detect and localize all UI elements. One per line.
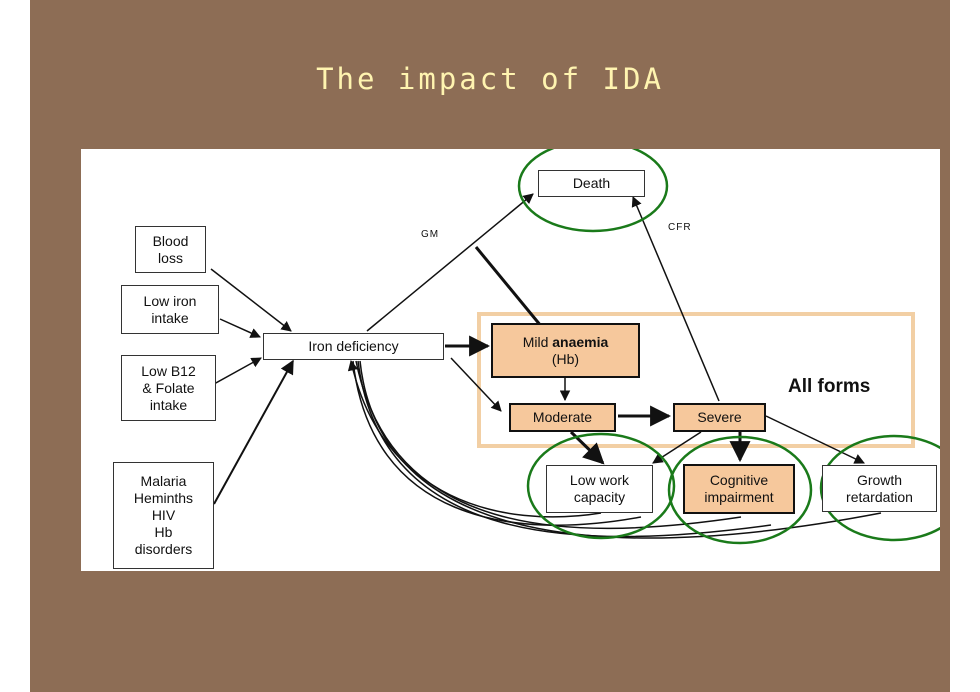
arrow-severe-to-growth bbox=[765, 415, 865, 464]
node-low-work-capacity: Low work capacity bbox=[546, 465, 653, 513]
node-death: Death bbox=[538, 170, 645, 197]
circle-growth bbox=[819, 434, 940, 542]
mild-anaemia-hb: (Hb) bbox=[551, 350, 580, 367]
arrow-low-b12 bbox=[213, 357, 262, 385]
arrow-malaria bbox=[213, 359, 294, 505]
label-cfr: CFR bbox=[668, 222, 692, 233]
node-severe: Severe bbox=[673, 403, 766, 432]
node-moderate: Moderate bbox=[509, 403, 616, 432]
circle-low-work bbox=[526, 432, 676, 540]
diagram-connectors bbox=[210, 149, 940, 545]
node-mild-anaemia: Mild anaemia (Hb) bbox=[491, 323, 640, 378]
node-malaria-etc: Malaria Heminths HIV Hb disorders bbox=[113, 462, 214, 569]
label-all-forms: All forms bbox=[788, 376, 871, 397]
label-gm: GM bbox=[421, 229, 440, 240]
node-low-iron-intake: Low iron intake bbox=[121, 285, 219, 334]
circle-cognitive bbox=[667, 435, 813, 545]
arrow-iron-to-moderate bbox=[450, 357, 502, 412]
feedback-curve-growth bbox=[359, 360, 882, 539]
circle-death bbox=[517, 149, 669, 233]
node-low-b12-folate: Low B12 & Folate intake bbox=[121, 355, 216, 421]
arrow-iron-to-death bbox=[366, 193, 534, 332]
slide: The impact of IDA bbox=[30, 0, 950, 692]
arrow-blood-loss bbox=[210, 268, 292, 332]
mild-prefix: Mild bbox=[522, 333, 553, 350]
feedback-curve-lowwork bbox=[347, 359, 602, 518]
node-cognitive-impairment: Cognitive impairment bbox=[683, 464, 795, 514]
mild-anaemia-bold: anaemia bbox=[552, 333, 609, 350]
node-iron-deficiency: Iron deficiency bbox=[263, 333, 444, 360]
arrow-low-iron bbox=[219, 318, 261, 338]
feedback-curve-cognitive-2 bbox=[357, 360, 772, 538]
diagram-panel: Blood loss Low iron intake Low B12 & Fol… bbox=[81, 149, 940, 571]
slide-title: The impact of IDA bbox=[316, 62, 664, 96]
node-blood-loss: Blood loss bbox=[135, 226, 206, 273]
all-forms-frame bbox=[477, 312, 915, 448]
mild-anaemia-label: Mild anaemia bbox=[523, 334, 609, 351]
feedback-curve-lowwork-2 bbox=[352, 360, 642, 526]
line-mild-to-death bbox=[474, 246, 543, 327]
node-growth-retardation: Growth retardation bbox=[822, 465, 937, 512]
arrow-severe-to-death bbox=[631, 196, 720, 402]
